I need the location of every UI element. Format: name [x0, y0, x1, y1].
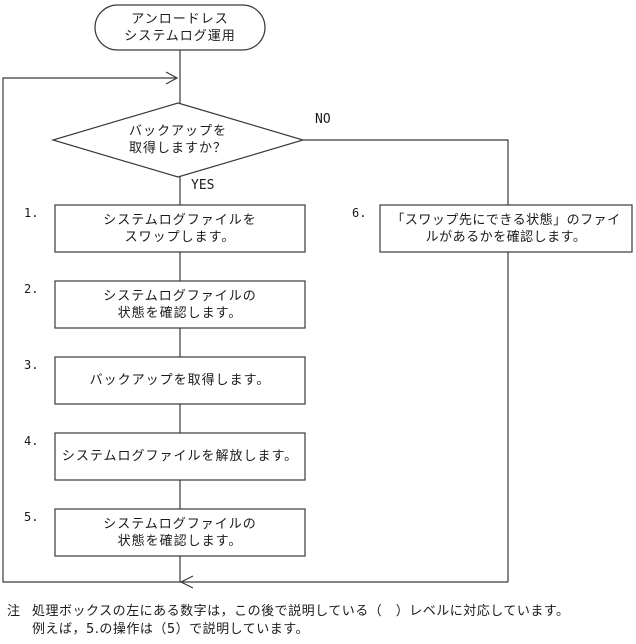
decision-label-line2: 取得しますか？	[128, 141, 227, 156]
step-number-3: 3.	[24, 358, 39, 372]
process-box-6-line2: ルがあるかを確認します。	[425, 229, 587, 245]
note-line1: 処理ボックスの左にある数字は，この後で説明している（ ）レベルに対応しています。	[32, 604, 570, 619]
process-box-4-label: システムログファイルを解放します。	[55, 433, 305, 480]
process-box-4-shape	[54, 432, 306, 481]
process-box-5-line1: システムログファイルの	[103, 516, 257, 532]
step-number-2: 2.	[24, 282, 39, 296]
step-number-5: 5.	[24, 510, 39, 524]
note-line2: 例えば，5.の操作は（5）で説明しています。	[32, 622, 309, 637]
process-box-6-line1: 「スワップ先にできる状態」のファイ	[391, 212, 621, 228]
step-number-4: 4.	[24, 434, 39, 448]
terminal-shape	[94, 4, 266, 51]
connector-no-branch	[303, 139, 509, 205]
feedback-loop-line	[2, 77, 508, 583]
process-box-5-label: システムログファイルの 状態を確認します。	[55, 509, 305, 556]
process-box-3-line1: バックアップを取得します。	[89, 373, 271, 388]
process-box-3-shape	[54, 356, 306, 405]
decision-diamond-shape	[50, 102, 306, 178]
process-box-2-line1: システムログファイルの	[103, 288, 257, 304]
terminal-label-line2: システムログ運用	[124, 28, 236, 44]
process-box-2-line2: 状態を確認します。	[117, 305, 243, 321]
process-box-1-label: システムログファイルを スワップします。	[55, 205, 305, 252]
terminal-label-line1: アンロードレス	[131, 11, 229, 27]
process-box-1-shape	[54, 204, 306, 253]
process-box-1-line2: スワップします。	[124, 229, 236, 245]
process-box-6-label: 「スワップ先にできる状態」のファイ ルがあるかを確認します。	[380, 205, 632, 252]
decision-label: バックアップを 取得しますか？	[53, 103, 303, 177]
step-number-6: 6.	[352, 206, 367, 220]
note-marker: 注	[7, 604, 21, 619]
process-box-2-label: システムログファイルの 状態を確認します。	[55, 281, 305, 328]
process-box-5-shape	[54, 508, 306, 557]
process-box-3-label: バックアップを取得します。	[55, 357, 305, 404]
branch-label-yes: YES	[191, 178, 215, 193]
terminal-label: アンロードレス システムログ運用	[95, 5, 265, 50]
arrowhead-right-icon	[165, 71, 179, 85]
process-box-2-shape	[54, 280, 306, 329]
process-box-5-line2: 状態を確認します。	[117, 533, 243, 549]
step-number-1: 1.	[24, 206, 39, 220]
process-box-4-line1: システムログファイルを解放します。	[61, 449, 299, 464]
branch-label-no: NO	[315, 112, 331, 127]
process-box-1-line1: システムログファイルを	[103, 212, 257, 228]
arrowhead-left-icon	[179, 575, 194, 589]
decision-label-line1: バックアップを	[128, 124, 227, 139]
process-box-6-shape	[379, 204, 633, 253]
